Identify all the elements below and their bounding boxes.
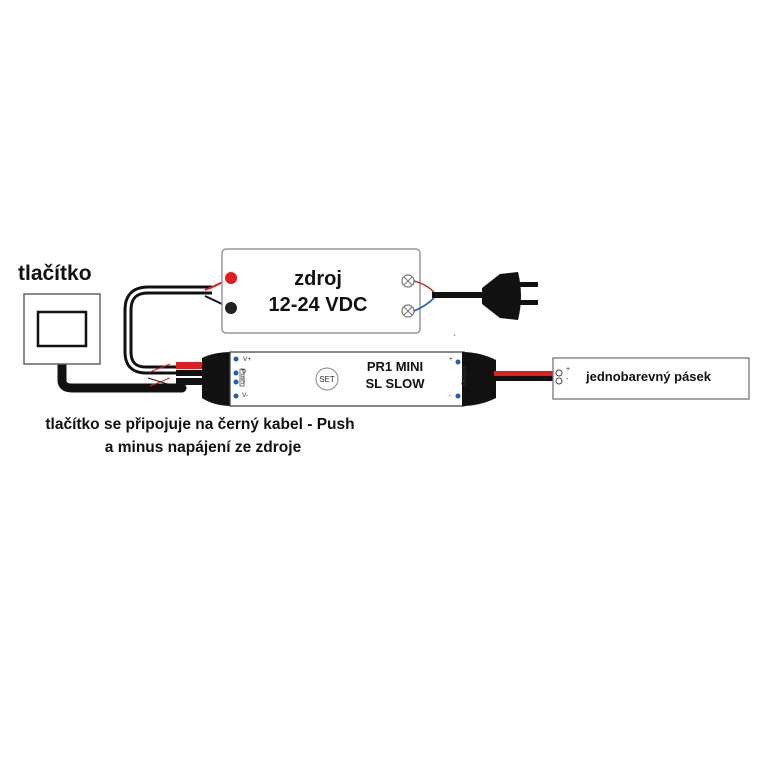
mains-wire-blue [413, 297, 435, 312]
plug-pin-bottom [520, 300, 538, 305]
psu-label: zdroj [294, 268, 342, 290]
led-strip-label: jednobarevný pásek [586, 369, 711, 384]
terminal-push-2 [233, 379, 239, 385]
psu-terminal-minus [225, 302, 237, 314]
set-button [315, 367, 339, 391]
mains-wire-brown [413, 280, 435, 293]
psu-terminal-plus [225, 272, 237, 284]
output-red-wire [494, 371, 554, 376]
terminal-push [233, 370, 239, 376]
controller-red-lead [176, 362, 204, 369]
terminal-out-plus [455, 359, 461, 365]
controller-black-lead [176, 370, 204, 376]
strip-pad-plus [555, 369, 563, 377]
vplus-label: V+ [243, 356, 252, 363]
plug-pin-top [520, 282, 538, 287]
led-strip-box [552, 357, 750, 400]
terminal-out-minus [455, 393, 461, 399]
power-supply-box [221, 248, 421, 334]
controller-model-label: PR1 MINI [366, 359, 424, 374]
controller-variant-label: SL SLOW [365, 376, 425, 391]
controller-black-lead-2 [176, 378, 204, 385]
strip-plus-label: + [566, 366, 571, 373]
svg-text:‘: ‘ [454, 333, 456, 342]
mains-plug [482, 272, 521, 320]
psu-cable-inner [126, 288, 212, 372]
wall-button-rocker [36, 310, 88, 348]
note-line-2: a minus napájení ze zdroje [104, 439, 302, 456]
terminal-vplus [233, 356, 239, 362]
out-plus-label: + [449, 356, 453, 363]
set-label: SET [319, 375, 335, 384]
controller-body [229, 351, 465, 407]
psu-to-controller-cable [123, 285, 212, 375]
strip-minus-label: - [566, 376, 569, 383]
psu-voltage-label: 12-24 VDC [268, 294, 368, 316]
strip-pad-minus [555, 377, 563, 385]
note-line-1: tlačítko se připojuje na černý kabel - P… [45, 416, 355, 433]
out-minus-label: - [449, 392, 452, 399]
push-bracket [239, 368, 245, 387]
button-title: tlačítko [18, 262, 92, 285]
vminus-label: V- [242, 392, 249, 399]
terminal-vminus [233, 393, 239, 399]
output-label: Output [461, 366, 468, 386]
controller-right-cap [462, 352, 496, 406]
push-label: Push [239, 369, 246, 384]
controller-left-cap [202, 352, 232, 406]
output-black-wire [494, 376, 554, 381]
button-cable [57, 357, 187, 393]
